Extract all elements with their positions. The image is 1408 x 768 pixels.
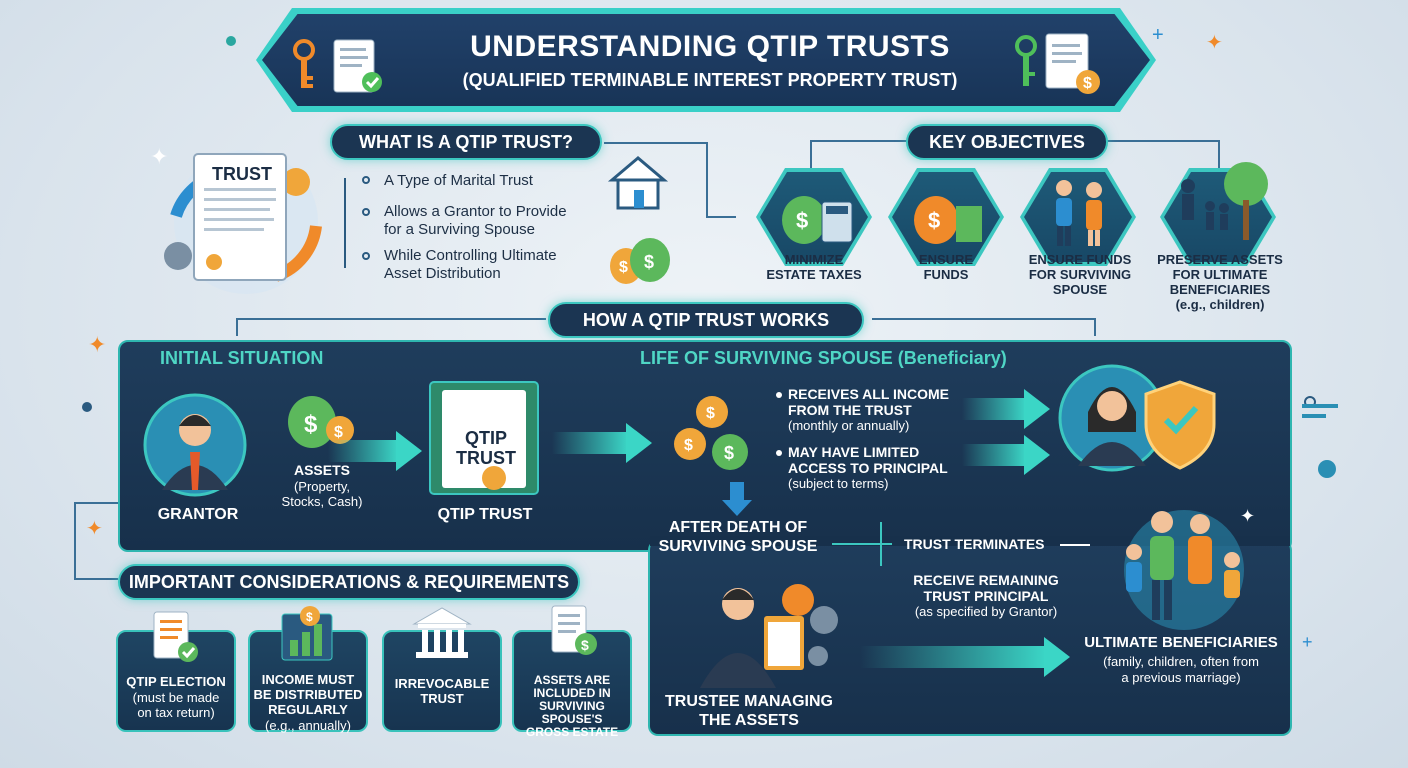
objective-spouse-hex xyxy=(1024,172,1132,262)
considerations-heading: IMPORTANT CONSIDERATIONS & REQUIREMENTS xyxy=(118,564,580,600)
objective-2-label: ENSURE FUNDS xyxy=(918,252,974,282)
consideration-card-3 xyxy=(382,630,502,732)
svg-text:$: $ xyxy=(928,208,940,233)
svg-text:$: $ xyxy=(334,424,343,441)
income-chart-icon: $ xyxy=(281,606,333,661)
assets-detail: (Property, Stocks, Cash) xyxy=(281,479,363,509)
ultimate-beneficiaries-family-icon xyxy=(1124,510,1244,630)
consideration-4-title: ASSETS ARE INCLUDED IN SURVIVING SPOUSE'… xyxy=(525,673,619,739)
coins-icon: $ $ $ xyxy=(674,396,748,470)
grantor-label: GRANTOR xyxy=(157,506,239,523)
estate-document-icon: $ xyxy=(551,605,597,655)
family-tree-icon xyxy=(1181,162,1268,240)
objective-3-label: ENSURE FUNDS FOR SURVIVING SPOUSE xyxy=(1028,252,1132,297)
svg-text:$: $ xyxy=(724,443,734,463)
consideration-1-title: QTIP ELECTION xyxy=(126,674,226,689)
svg-text:$: $ xyxy=(304,411,318,438)
svg-text:$: $ xyxy=(706,405,715,422)
svg-text:$: $ xyxy=(306,610,313,624)
life-title: LIFE OF SURVIVING SPOUSE (Beneficiary) xyxy=(640,348,1007,368)
key-money-document-icon: $ xyxy=(1015,33,1100,94)
trust-doc-label: TRUST xyxy=(212,164,272,184)
principal-detail: (subject to terms) xyxy=(788,476,889,491)
objectives-heading: KEY OBJECTIVES xyxy=(906,124,1108,160)
consideration-1-detail: (must be made on tax return) xyxy=(132,690,220,720)
after-death-label: AFTER DEATH OF SURVIVING SPOUSE xyxy=(658,519,818,555)
sparkle-icon: ✦ xyxy=(86,518,103,540)
title-banner xyxy=(262,14,1150,106)
consideration-2-title: INCOME MUST BE DISTRIBUTED REGULARLY xyxy=(253,672,363,717)
principal-title: MAY HAVE LIMITED ACCESS TO PRINCIPAL xyxy=(788,444,948,476)
trust-document-icon xyxy=(164,150,322,294)
ultimate-beneficiaries-detail: (family, children, often from a previous… xyxy=(1103,654,1259,685)
plus-icon: + xyxy=(1152,24,1164,46)
objective-1-label: MINIMIZE ESTATE TAXES xyxy=(766,252,862,282)
what-is-point-2: Allows a Grantor to Provide for a Surviv… xyxy=(384,203,567,238)
page-title: UNDERSTANDING QTIP TRUSTS xyxy=(470,30,950,63)
money-calculator-icon: $ xyxy=(782,196,853,244)
svg-text:$: $ xyxy=(581,637,589,653)
initial-situation-label: INITIAL SITUATION xyxy=(160,348,324,368)
qtip-document-icon xyxy=(429,381,539,495)
assets-title: ASSETS xyxy=(293,462,350,478)
money-bag-icon: $ xyxy=(914,196,982,244)
svg-text:$: $ xyxy=(644,252,654,272)
income-title: RECEIVES ALL INCOME FROM THE TRUST xyxy=(788,386,950,418)
couple-icon xyxy=(1056,180,1102,246)
what-is-point-1: A Type of Marital Trust xyxy=(384,172,533,189)
spouse-shield-icon xyxy=(1058,364,1216,472)
grantor-avatar xyxy=(143,393,247,497)
trust-terminates-label: TRUST TERMINATES xyxy=(904,536,1045,552)
trustee-label: TRUSTEE MANAGING THE ASSETS xyxy=(665,693,833,729)
what-is-point-3: While Controlling Ultimate Asset Distrib… xyxy=(384,247,557,282)
plus-icon: + xyxy=(1302,632,1313,652)
ultimate-beneficiaries-title: ULTIMATE BENEFICIARIES xyxy=(1084,634,1278,651)
sparkle-icon: ✦ xyxy=(150,144,169,169)
sparkle-icon: ✦ xyxy=(1240,506,1256,526)
qtip-doc-label: QTIP TRUST xyxy=(456,428,516,468)
consideration-2-detail: (e.g., annually) xyxy=(265,718,351,733)
svg-text:$: $ xyxy=(684,437,693,454)
assets-money-icon: $ $ xyxy=(288,396,354,448)
receive-detail: (as specified by Grantor) xyxy=(914,604,1058,619)
receive-title: RECEIVE REMAINING TRUST PRINCIPAL xyxy=(913,572,1059,604)
election-document-icon xyxy=(153,611,198,662)
income-detail: (monthly or annually) xyxy=(788,418,910,433)
building-icon xyxy=(412,607,472,658)
what-is-heading: WHAT IS A QTIP TRUST? xyxy=(330,124,602,160)
how-works-heading: HOW A QTIP TRUST WORKS xyxy=(548,302,864,338)
page-subtitle: (QUALIFIED TERMINABLE INTEREST PROPERTY … xyxy=(462,70,958,90)
sparkle-icon: ✦ xyxy=(1206,32,1223,54)
svg-text:$: $ xyxy=(796,208,808,233)
house-money-icon: $ $ xyxy=(607,156,670,284)
consideration-3-title: IRREVOCABLE TRUST xyxy=(394,676,490,706)
svg-text:$: $ xyxy=(619,259,628,276)
qtip-trust-label: QTIP TRUST xyxy=(437,506,533,523)
keys-document-icon xyxy=(293,39,382,93)
objective-4-label: PRESERVE ASSETS FOR ULTIMATE BENEFICIARI… xyxy=(1157,252,1283,312)
trustee-icon xyxy=(700,584,838,688)
svg-text:$: $ xyxy=(1083,75,1092,92)
sparkle-icon: ✦ xyxy=(88,332,107,357)
